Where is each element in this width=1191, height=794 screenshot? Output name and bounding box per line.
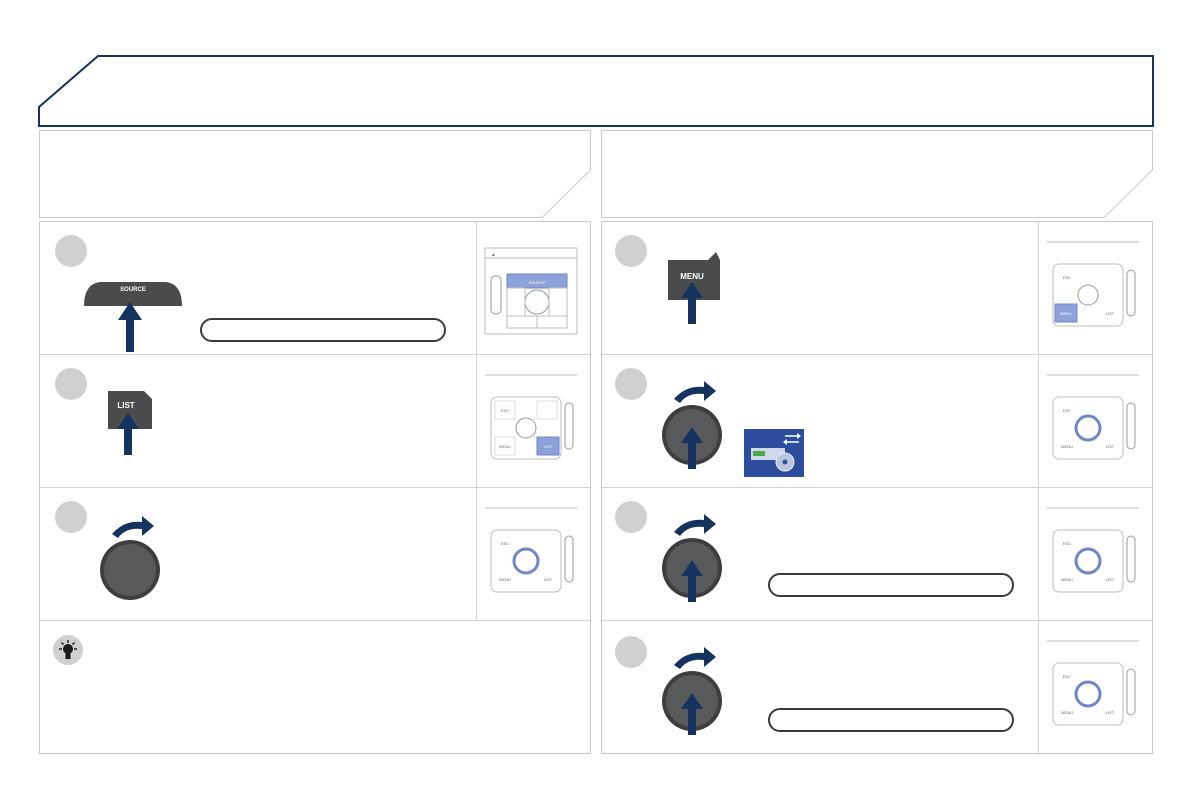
press-up-arrow-icon — [681, 282, 703, 324]
remote-menu-label: MENU — [1061, 577, 1073, 582]
remote-esc-label: ESC — [501, 541, 509, 546]
right-step-3-thumb: ESC MENU LIST — [1038, 488, 1152, 620]
value-field — [200, 318, 446, 342]
remote-menu-label: MENU — [1061, 710, 1073, 715]
step-number-circle — [615, 235, 647, 267]
press-up-arrow-icon — [681, 560, 703, 602]
lightbulb-icon — [53, 635, 83, 665]
left-step-2-thumb: LIST ESC MENU — [476, 355, 590, 487]
remote-esc-label: ESC — [1063, 541, 1071, 546]
remote-source-label: SOURCE — [528, 280, 545, 285]
rotary-knob-graphic[interactable] — [660, 643, 730, 737]
menu-button-label: MENU — [680, 272, 704, 281]
right-step-4-thumb: ESC MENU LIST — [1038, 621, 1152, 755]
remote-menu-label: MENU — [1060, 311, 1072, 316]
right-step-1: MENU MENU ESC LIST — [602, 222, 1152, 355]
left-tip — [40, 621, 590, 755]
remote-list-label: LIST — [1106, 444, 1115, 449]
value-field — [768, 708, 1014, 732]
rotary-knob-graphic[interactable] — [660, 510, 730, 604]
remote-menu-label: MENU — [1061, 444, 1073, 449]
remote-list-label: LIST — [1106, 577, 1115, 582]
remote-menu-label: MENU — [499, 577, 511, 582]
remote-esc-label: ESC — [1063, 275, 1071, 280]
remote-esc-label: ESC — [501, 408, 509, 413]
remote-list-label: LIST — [1106, 311, 1115, 316]
rotate-arrow-icon — [674, 514, 716, 536]
step-number-circle — [55, 368, 87, 400]
source-button-graphic[interactable]: SOURCE — [82, 278, 184, 356]
rotate-arrow-icon — [674, 381, 716, 403]
remote-list-label: LIST — [544, 577, 553, 582]
right-step-1-thumb: MENU ESC LIST — [1038, 222, 1152, 354]
press-up-arrow-icon — [681, 693, 703, 735]
right-step-2: ESC MENU LIST — [602, 355, 1152, 488]
left-step-3: ESC MENU LIST — [40, 488, 590, 621]
list-button-graphic[interactable]: LIST — [104, 385, 160, 457]
left-step-1-thumb: ▲ SOURCE — [476, 222, 590, 354]
right-step-4: ESC MENU LIST — [602, 621, 1152, 755]
rotary-knob-graphic[interactable] — [96, 512, 166, 602]
step-number-circle — [55, 235, 87, 267]
remote-esc-label: ESC — [1063, 674, 1071, 679]
left-steps-panel: SOURCE ▲ SOURCE — [39, 221, 591, 754]
value-field — [768, 573, 1014, 597]
step-number-circle — [615, 636, 647, 668]
step-number-circle — [615, 501, 647, 533]
right-step-2-thumb: ESC MENU LIST — [1038, 355, 1152, 487]
right-steps-panel: MENU MENU ESC LIST — [601, 221, 1153, 755]
left-intro-box — [39, 130, 591, 218]
right-step-3: ESC MENU LIST — [602, 488, 1152, 621]
step-number-circle — [55, 501, 87, 533]
menu-button-graphic[interactable]: MENU — [664, 252, 728, 326]
press-up-arrow-icon — [118, 302, 142, 352]
left-step-1: SOURCE ▲ SOURCE — [40, 222, 590, 355]
left-step-3-thumb: ESC MENU LIST — [476, 488, 590, 620]
media-source-icon — [743, 428, 805, 478]
right-intro-box — [601, 130, 1153, 218]
header-banner — [38, 55, 1154, 127]
press-up-arrow-icon — [117, 413, 139, 455]
source-button-label: SOURCE — [120, 287, 146, 293]
remote-list-label: LIST — [1106, 710, 1115, 715]
svg-text:▲: ▲ — [491, 252, 496, 258]
remote-menu-label: MENU — [499, 444, 511, 449]
rotary-knob-graphic[interactable] — [660, 377, 730, 471]
rotate-arrow-icon — [112, 516, 154, 538]
press-up-arrow-icon — [681, 427, 703, 469]
left-step-2: LIST LIST ESC MENU — [40, 355, 590, 488]
rotate-arrow-icon — [674, 647, 716, 669]
list-button-label: LIST — [117, 401, 134, 410]
step-number-circle — [615, 368, 647, 400]
remote-list-label: LIST — [544, 444, 553, 449]
remote-esc-label: ESC — [1063, 408, 1071, 413]
